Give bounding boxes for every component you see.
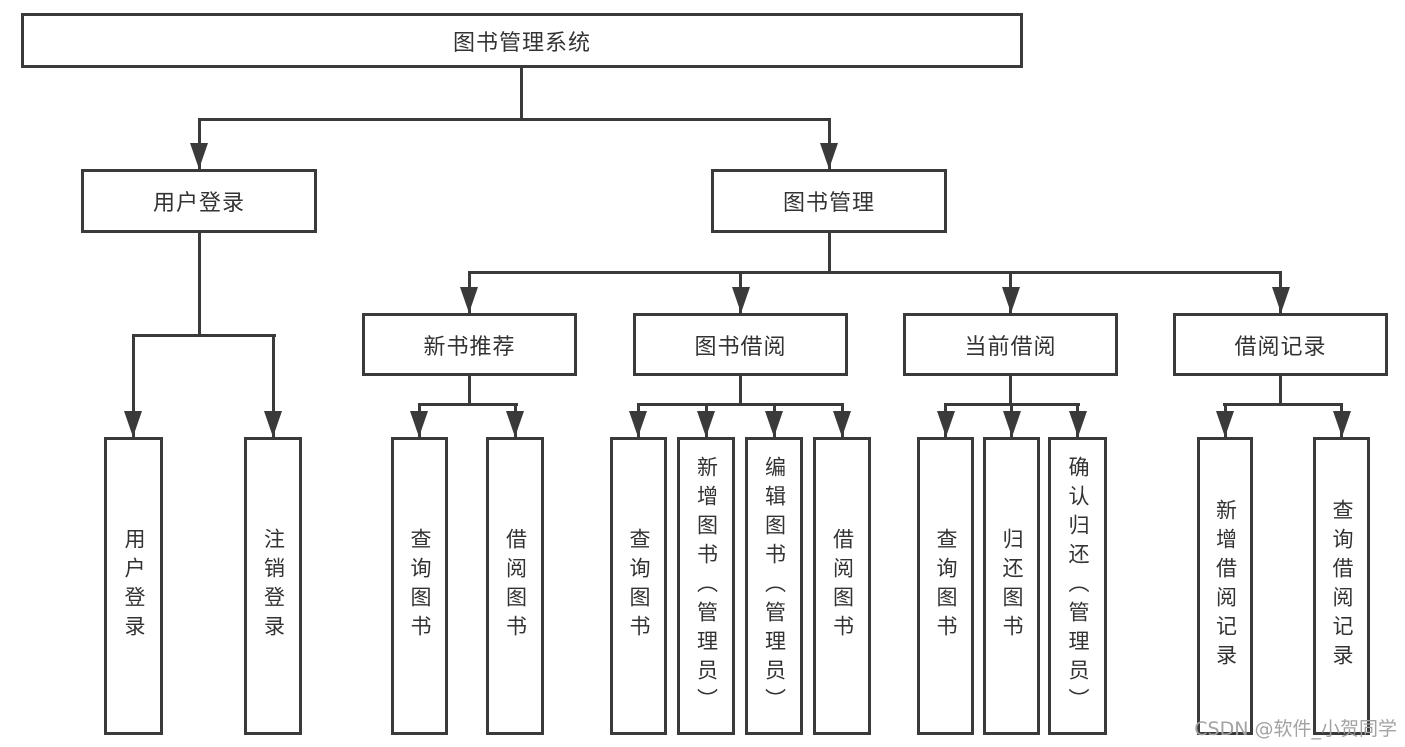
leaf-add-book-admin: 新增图书（管理员） <box>677 437 735 735</box>
arrow-down-icon <box>629 411 647 437</box>
leaf-return-book: 归还图书 <box>983 437 1040 735</box>
node-label: 图书借阅 <box>694 334 787 360</box>
arrow-down-icon <box>1069 411 1087 437</box>
arrow-down-icon <box>1003 411 1021 437</box>
arrow-down-icon <box>124 411 142 437</box>
node-label: 新增图书（管理员） <box>694 455 719 717</box>
node-current-borrowing: 当前借阅 <box>903 313 1118 376</box>
node-label: 查询图书 <box>627 528 651 644</box>
arrow-down-icon <box>190 143 208 169</box>
node-label: 用户登录 <box>152 191 245 216</box>
node-label: 借阅图书 <box>503 528 528 644</box>
node-new-book-recommend: 新书推荐 <box>362 313 577 376</box>
node-label: 新书推荐 <box>423 334 516 360</box>
node-label: 用户登录 <box>122 528 146 644</box>
leaf-borrow-books: 借阅图书 <box>813 437 871 735</box>
node-label: 查询图书 <box>934 528 958 644</box>
node-label: 借阅记录 <box>1234 334 1327 360</box>
arrow-down-icon <box>1216 411 1234 437</box>
node-library-management-system: 图书管理系统 <box>21 13 1023 68</box>
arrow-down-icon <box>1333 411 1351 437</box>
leaf-query-borrow-record: 查询借阅记录 <box>1313 437 1370 735</box>
node-label: 确认归还（管理员） <box>1066 455 1090 717</box>
node-label: 借阅图书 <box>830 528 855 644</box>
leaf-query-books-recommend: 查询图书 <box>391 437 448 735</box>
node-label: 查询借阅记录 <box>1330 499 1354 673</box>
node-book-management: 图书管理 <box>711 169 947 233</box>
node-label: 图书管理系统 <box>452 30 591 56</box>
node-book-borrowing: 图书借阅 <box>633 313 848 376</box>
leaf-borrow-books-recommend: 借阅图书 <box>486 437 544 735</box>
arrow-down-icon <box>820 143 838 169</box>
arrow-down-icon <box>460 287 478 313</box>
node-label: 归还图书 <box>1000 528 1024 644</box>
leaf-user-login: 用户登录 <box>104 437 163 735</box>
leaf-logout: 注销登录 <box>244 437 302 735</box>
arrow-down-icon <box>833 411 851 437</box>
leaf-confirm-return-admin: 确认归还（管理员） <box>1048 437 1107 735</box>
node-user-login: 用户登录 <box>81 169 317 233</box>
arrow-down-icon <box>1002 287 1020 313</box>
arrow-down-icon <box>264 411 282 437</box>
node-label: 当前借阅 <box>964 334 1057 360</box>
leaf-add-borrow-record: 新增借阅记录 <box>1197 437 1253 735</box>
node-label: 图书管理 <box>782 191 875 216</box>
csdn-watermark: CSDN @软件_小贺同学 <box>1194 718 1397 740</box>
leaf-edit-book-admin: 编辑图书（管理员） <box>745 437 803 735</box>
node-label: 编辑图书（管理员） <box>762 455 787 717</box>
leaf-query-books-borrow: 查询图书 <box>610 437 667 735</box>
arrow-down-icon <box>410 411 428 437</box>
arrow-down-icon <box>697 411 715 437</box>
node-label: 查询图书 <box>408 528 432 644</box>
arrow-down-icon <box>732 287 750 313</box>
arrow-down-icon <box>765 411 783 437</box>
node-borrow-records: 借阅记录 <box>1173 313 1388 376</box>
arrow-down-icon <box>1272 287 1290 313</box>
node-label: 注销登录 <box>261 528 286 644</box>
arrow-down-icon <box>937 411 955 437</box>
arrow-down-icon <box>506 411 524 437</box>
node-label: 新增借阅记录 <box>1213 499 1238 673</box>
leaf-query-books-current: 查询图书 <box>917 437 974 735</box>
